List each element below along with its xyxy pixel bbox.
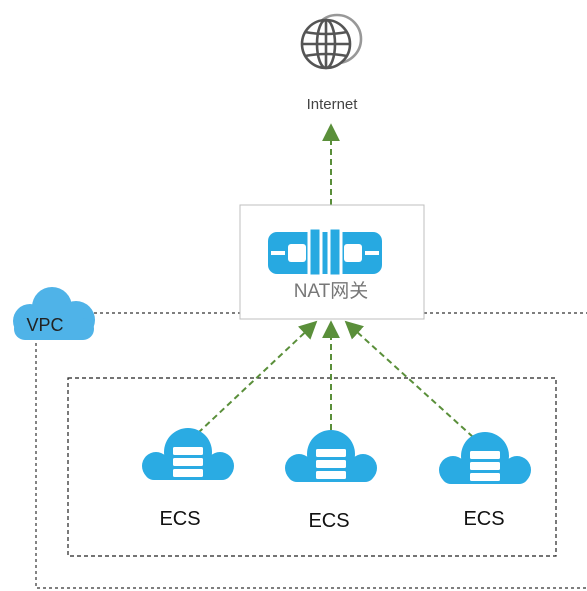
nat-gateway-icon xyxy=(268,226,382,278)
globe-icon xyxy=(300,13,363,70)
internet-label: Internet xyxy=(307,96,359,113)
ecs-group-box xyxy=(67,377,557,557)
ecs-label: ECS xyxy=(308,510,349,532)
ecs-label: ECS xyxy=(463,508,504,530)
vpc-cloud-icon xyxy=(13,287,95,340)
vpc-label: VPC xyxy=(26,315,63,335)
arrow-ecs3-to-nat xyxy=(344,320,474,438)
vpc-boundary xyxy=(35,312,587,589)
cloud-server-icon xyxy=(142,428,234,480)
cloud-server-icon xyxy=(439,432,531,484)
ecs-label: ECS xyxy=(159,508,200,530)
cloud-server-icon xyxy=(285,430,377,482)
nat-gateway-label: NAT网关 xyxy=(294,280,369,302)
arrow-ecs1-to-nat xyxy=(197,320,318,434)
